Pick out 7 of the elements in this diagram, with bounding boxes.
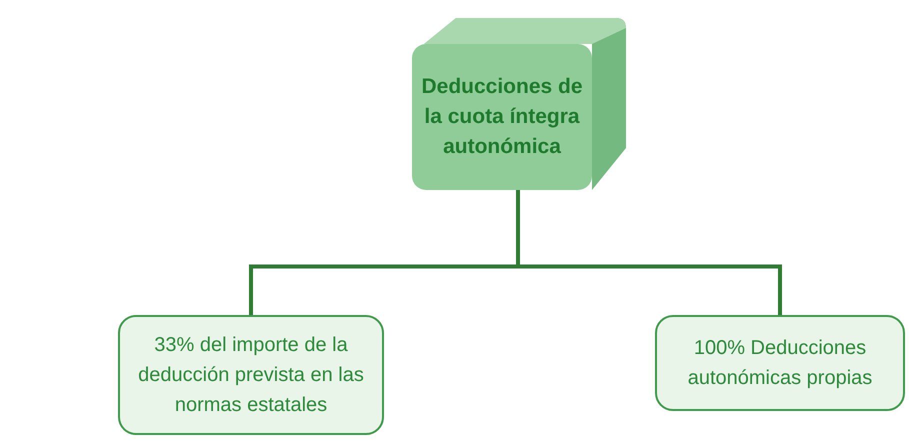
node-text: 100% Deducciones autonómicas propias bbox=[686, 336, 874, 391]
rounded-box bbox=[655, 315, 905, 411]
cube-box bbox=[412, 44, 592, 190]
node-text: Deducciones de la cuota íntegra autonómica bbox=[420, 74, 584, 160]
connector-line bbox=[516, 189, 520, 266]
rounded-box bbox=[118, 315, 384, 435]
node-text: 33% del importe de la deducción prevista en las normas estatales bbox=[137, 333, 365, 418]
